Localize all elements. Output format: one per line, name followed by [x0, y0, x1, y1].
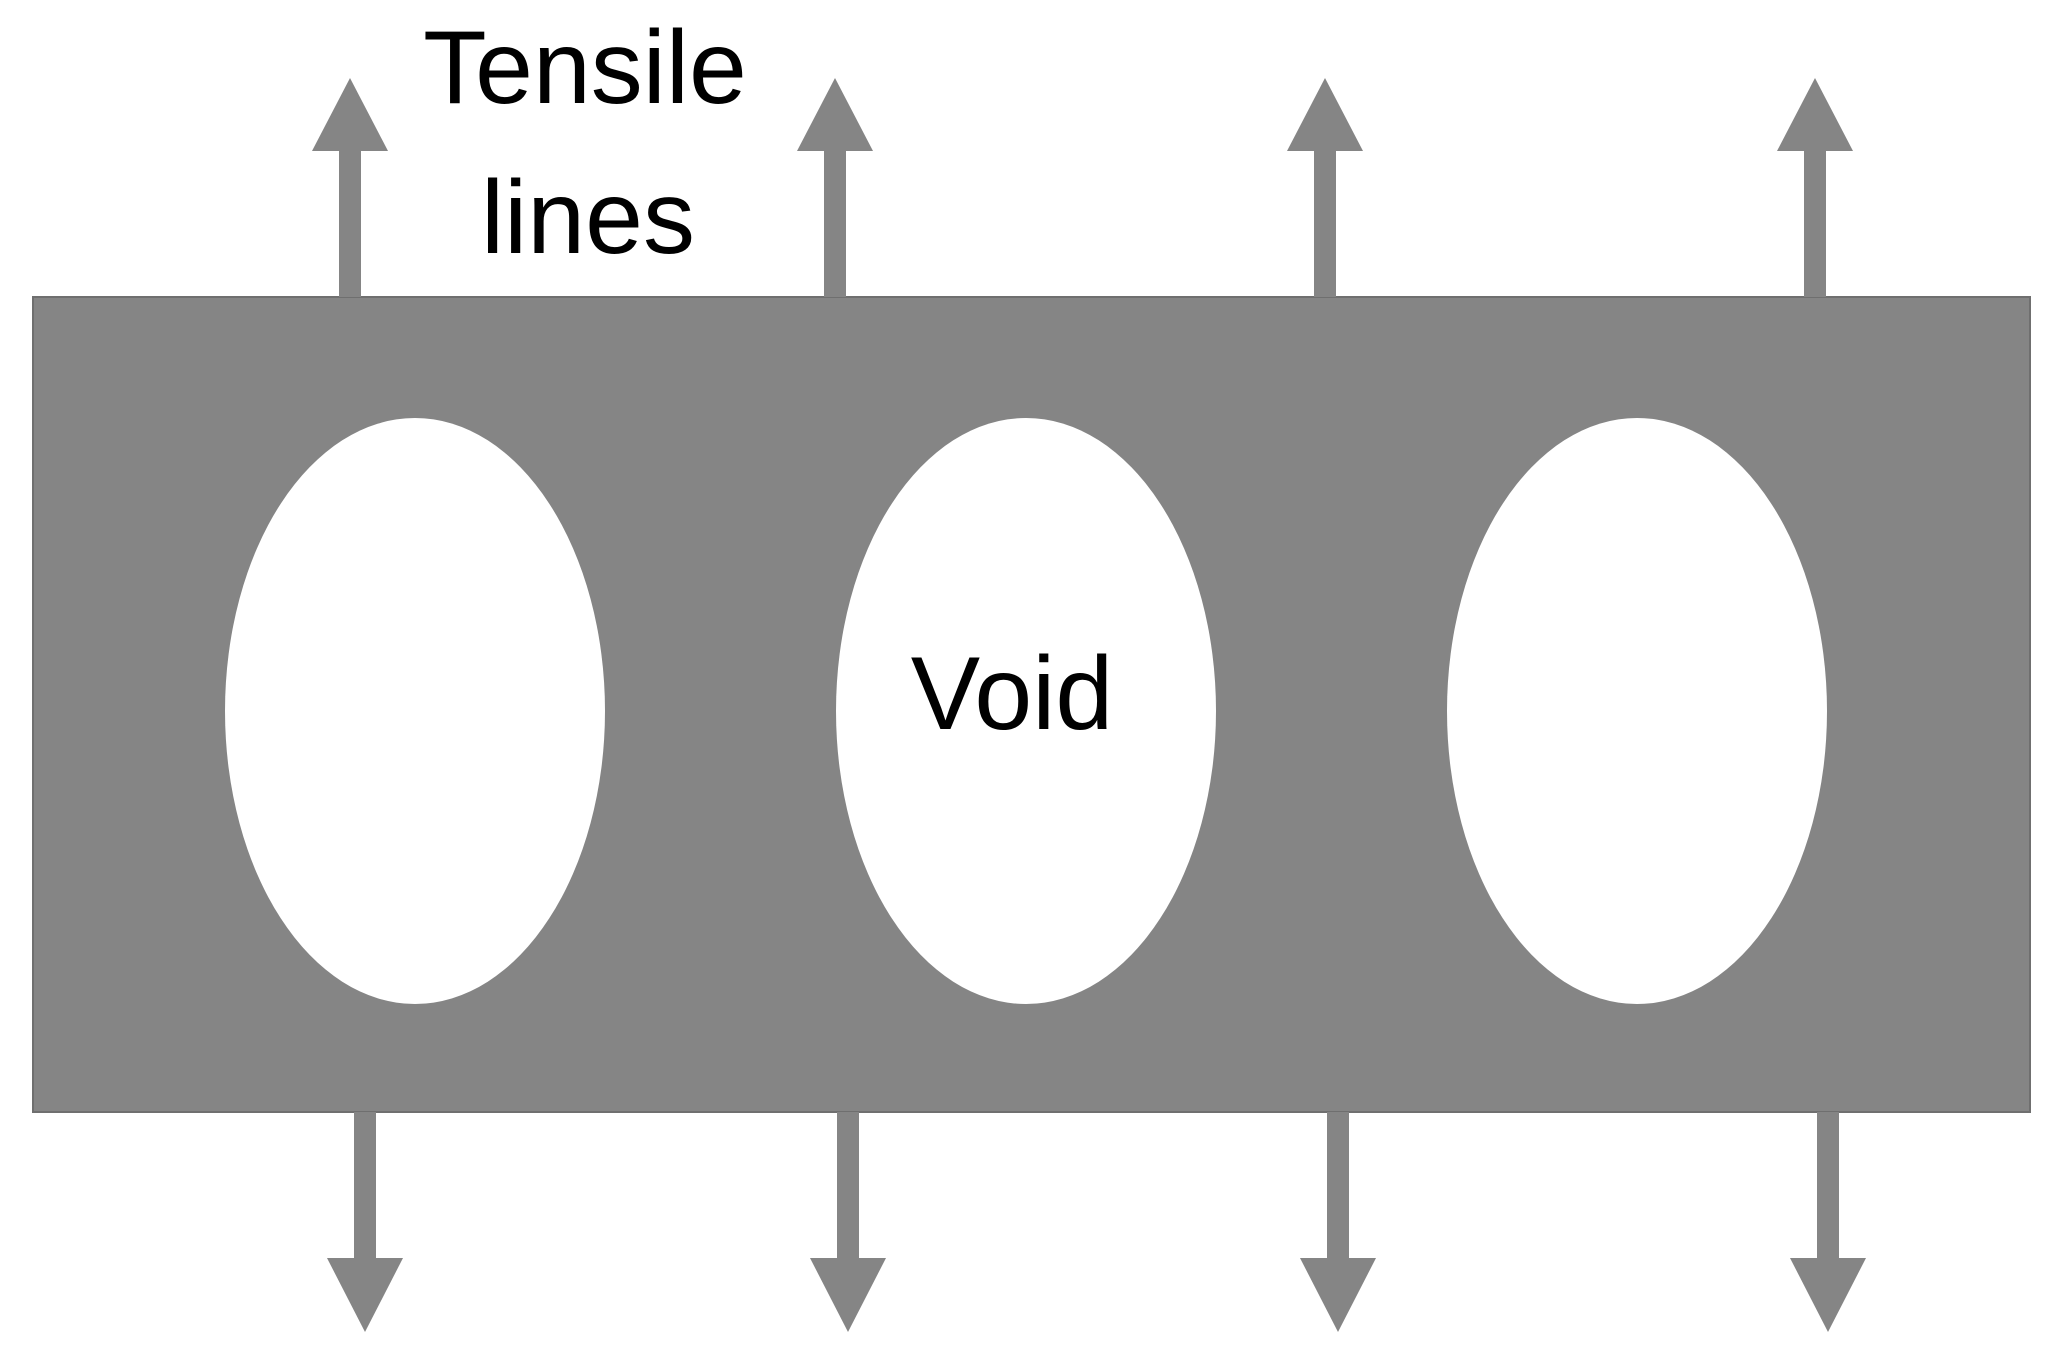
void-ellipse-center [836, 418, 1216, 1004]
tensile-lines-label-line1: Tensile [423, 10, 747, 126]
void-label: Void [911, 636, 1113, 752]
arrow-down-1 [327, 1112, 403, 1332]
arrow-up-3 [1287, 78, 1363, 297]
arrow-down-2 [810, 1112, 886, 1332]
arrow-down-3 [1300, 1112, 1376, 1332]
arrow-up-2 [797, 78, 873, 297]
tensile-lines-label-line2: lines [481, 160, 695, 276]
tensile-arrows-bottom [327, 1112, 1866, 1332]
tensile-arrows-top [312, 78, 1853, 297]
void-ellipse-right [1447, 418, 1827, 1004]
arrow-down-4 [1790, 1112, 1866, 1332]
void-ellipse-left [225, 418, 605, 1004]
arrow-up-1 [312, 78, 388, 297]
arrow-up-4 [1777, 78, 1853, 297]
